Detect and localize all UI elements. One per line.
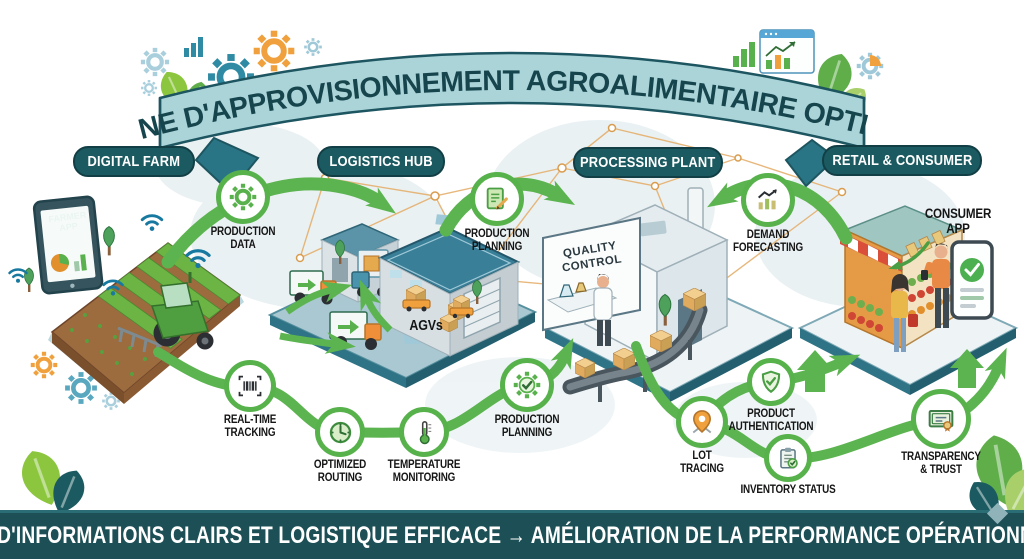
logistics-illustration [279,214,521,357]
trend-chart-icon [741,173,795,227]
agvs-label: AGVs [409,318,443,334]
wifi-icon [140,214,164,233]
section-label: DIGITAL FARM [87,153,181,170]
farm-illustration [8,195,244,404]
footer-text: FLUX D'INFORMATIONS CLAIRS ET LOGISTIQUE… [0,522,1024,549]
pie-slice-icon [870,55,881,66]
footer-banner: FLUX D'INFORMATIONS CLAIRS ET LOGISTIQUE… [0,510,1024,559]
consumer-phone [950,240,994,320]
consumer-app-label: CONSUMER APP [924,206,992,236]
bar-chart-icon [184,37,203,57]
gear-icon [216,170,270,224]
arrow-farm-to-hub [161,177,397,269]
section-logistics-hub: LOGISTICS HUB [317,146,445,177]
shield-check-icon [747,358,795,406]
section-label: LOGISTICS HUB [329,153,433,170]
farmer-app-tablet [32,195,104,295]
bar-chart-icon [733,42,755,67]
wifi-icon [8,268,28,285]
plant-illustration [542,187,729,559]
certificate-icon [911,389,971,449]
section-retail-consumer: RETAIL & CONSUMER [822,145,982,176]
thermometer-icon [399,407,449,457]
agv-robot [449,295,474,319]
top-left-decor [141,31,323,118]
clipboard-check-icon [764,434,812,482]
barcode-icon [224,360,276,412]
retail-illustration [797,205,994,392]
document-pencil-icon [470,172,524,226]
map-pin-icon [676,396,728,448]
section-label: RETAIL & CONSUMER [831,152,973,169]
section-processing-plant: PROCESSING PLANT [573,147,723,178]
arrow-consumer-app [888,241,930,270]
section-digital-farm: DIGITAL FARM [73,146,195,177]
hub-flow-arrows [279,279,393,354]
consumer [921,243,950,328]
scientist [546,274,618,346]
arrow-retail-to-plant [707,177,853,245]
awning [840,232,902,272]
section-label: PROCESSING PLANT [580,154,716,171]
tractor [150,272,214,350]
crop-sprouts [70,313,147,376]
shopper [891,274,918,352]
top-right-decor [733,29,883,124]
up-arrow [950,349,984,388]
tree [103,226,115,256]
gear-check-icon [500,358,554,412]
agv-robot [402,285,431,312]
clock-icon [315,407,365,457]
analytics-window-icon [759,29,815,74]
